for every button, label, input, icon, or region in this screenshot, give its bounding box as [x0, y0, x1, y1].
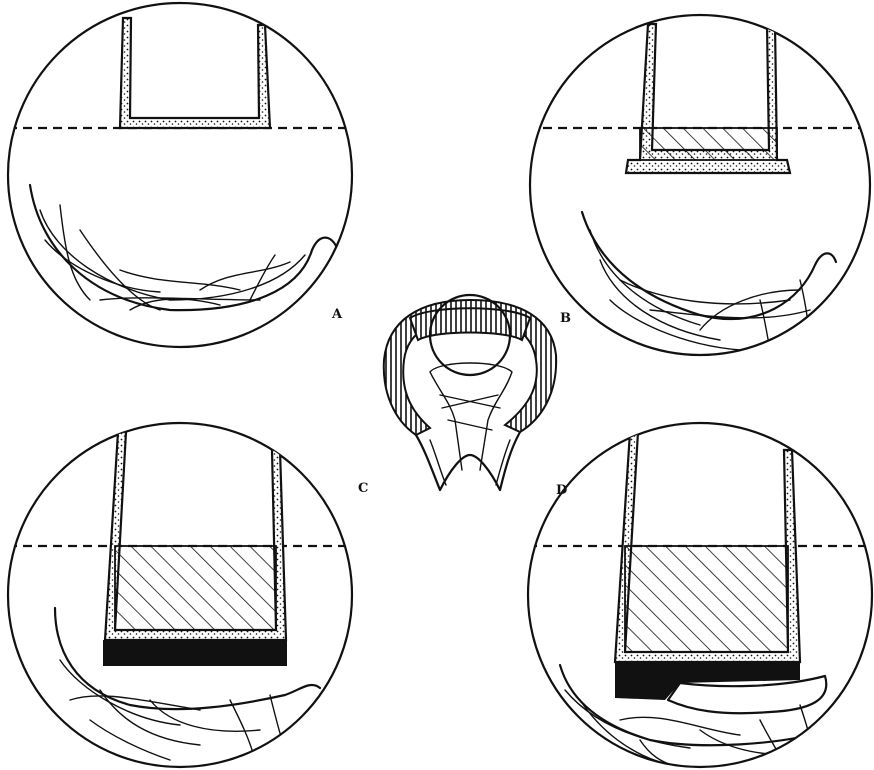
panel-label-a: A — [331, 307, 343, 322]
tooth-root-canals — [430, 440, 510, 485]
tooth-icon — [384, 295, 556, 490]
panel-label-c: C — [358, 481, 368, 496]
magnified-view-circle — [8, 3, 352, 347]
tooth-cavity-band — [410, 308, 530, 340]
magnified-view-circle — [530, 15, 870, 355]
tooth-roots — [416, 432, 520, 490]
base-layer — [103, 640, 287, 666]
partial-filling — [640, 128, 777, 160]
panel-a — [8, 3, 352, 347]
panel-label-b: B — [560, 311, 571, 326]
panel-label-d: D — [556, 483, 567, 498]
filling-material — [115, 546, 276, 630]
panel-d — [528, 423, 872, 768]
panel-b — [528, 15, 872, 355]
tooth-pulp — [430, 363, 512, 470]
panel-c — [8, 423, 352, 767]
filling-material — [625, 546, 788, 652]
